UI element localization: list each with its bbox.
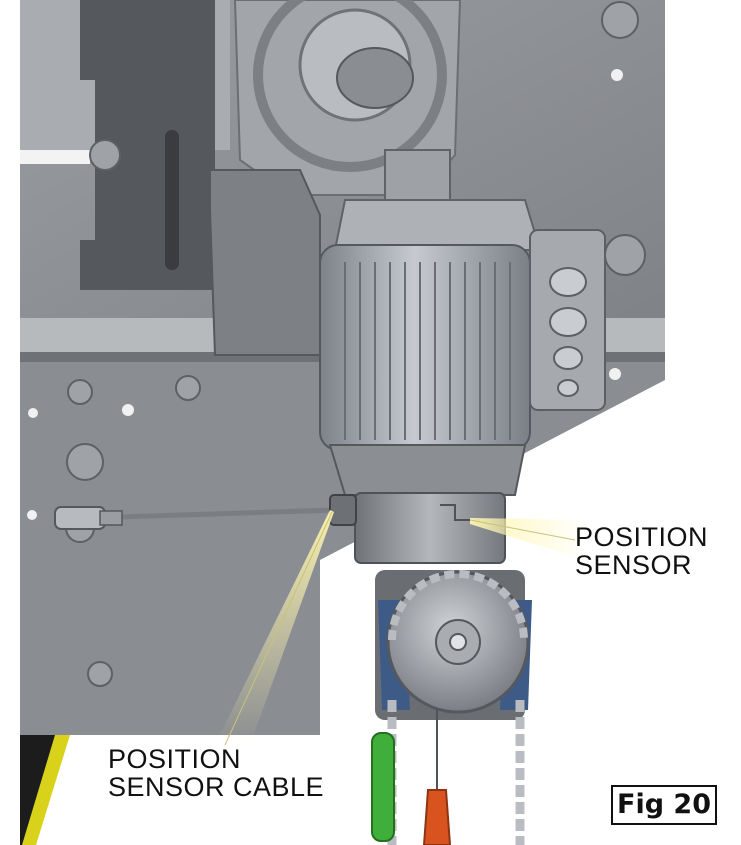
holes <box>27 69 623 520</box>
position-sensor-label-line1: POSITION <box>575 522 709 552</box>
position-sensor-cable-label-line2: SENSOR CABLE <box>108 772 325 802</box>
motor-body <box>319 244 531 451</box>
gearbox-ring <box>253 0 447 172</box>
mounting-bracket <box>80 0 215 290</box>
cable-leader-line <box>224 511 333 746</box>
bracket-slot <box>165 130 179 270</box>
safety-stripe-yellow <box>22 735 70 845</box>
green-chain-handle <box>371 732 395 842</box>
gearbox-side-block <box>209 169 321 356</box>
cable-callout-beam <box>215 510 334 745</box>
motor-flange <box>333 199 542 251</box>
white-slot <box>20 150 90 164</box>
sensor-leader-line <box>469 519 576 541</box>
sensor-callout-beam <box>470 518 585 560</box>
position-sensor-cable-label: POSITION SENSOR CABLE <box>108 745 324 801</box>
output-shaft <box>336 47 414 109</box>
chain-over-pulley <box>388 570 528 641</box>
position-sensor-label-line2: SENSOR <box>575 550 693 580</box>
figure-label: Fig 20 <box>611 785 717 825</box>
position-sensor-housing <box>354 492 506 564</box>
motor-fins <box>344 262 511 440</box>
position-sensor-tab <box>440 504 480 521</box>
orange-cord-weight <box>422 789 452 845</box>
motor-end-cap <box>328 444 527 496</box>
position-sensor-label: POSITION SENSOR <box>575 523 708 579</box>
terminal-knockouts <box>549 267 587 397</box>
position-sensor-cable-label-line1: POSITION <box>108 744 242 774</box>
position-sensor-cable <box>54 494 357 530</box>
chain-pulley-axle <box>449 633 467 651</box>
